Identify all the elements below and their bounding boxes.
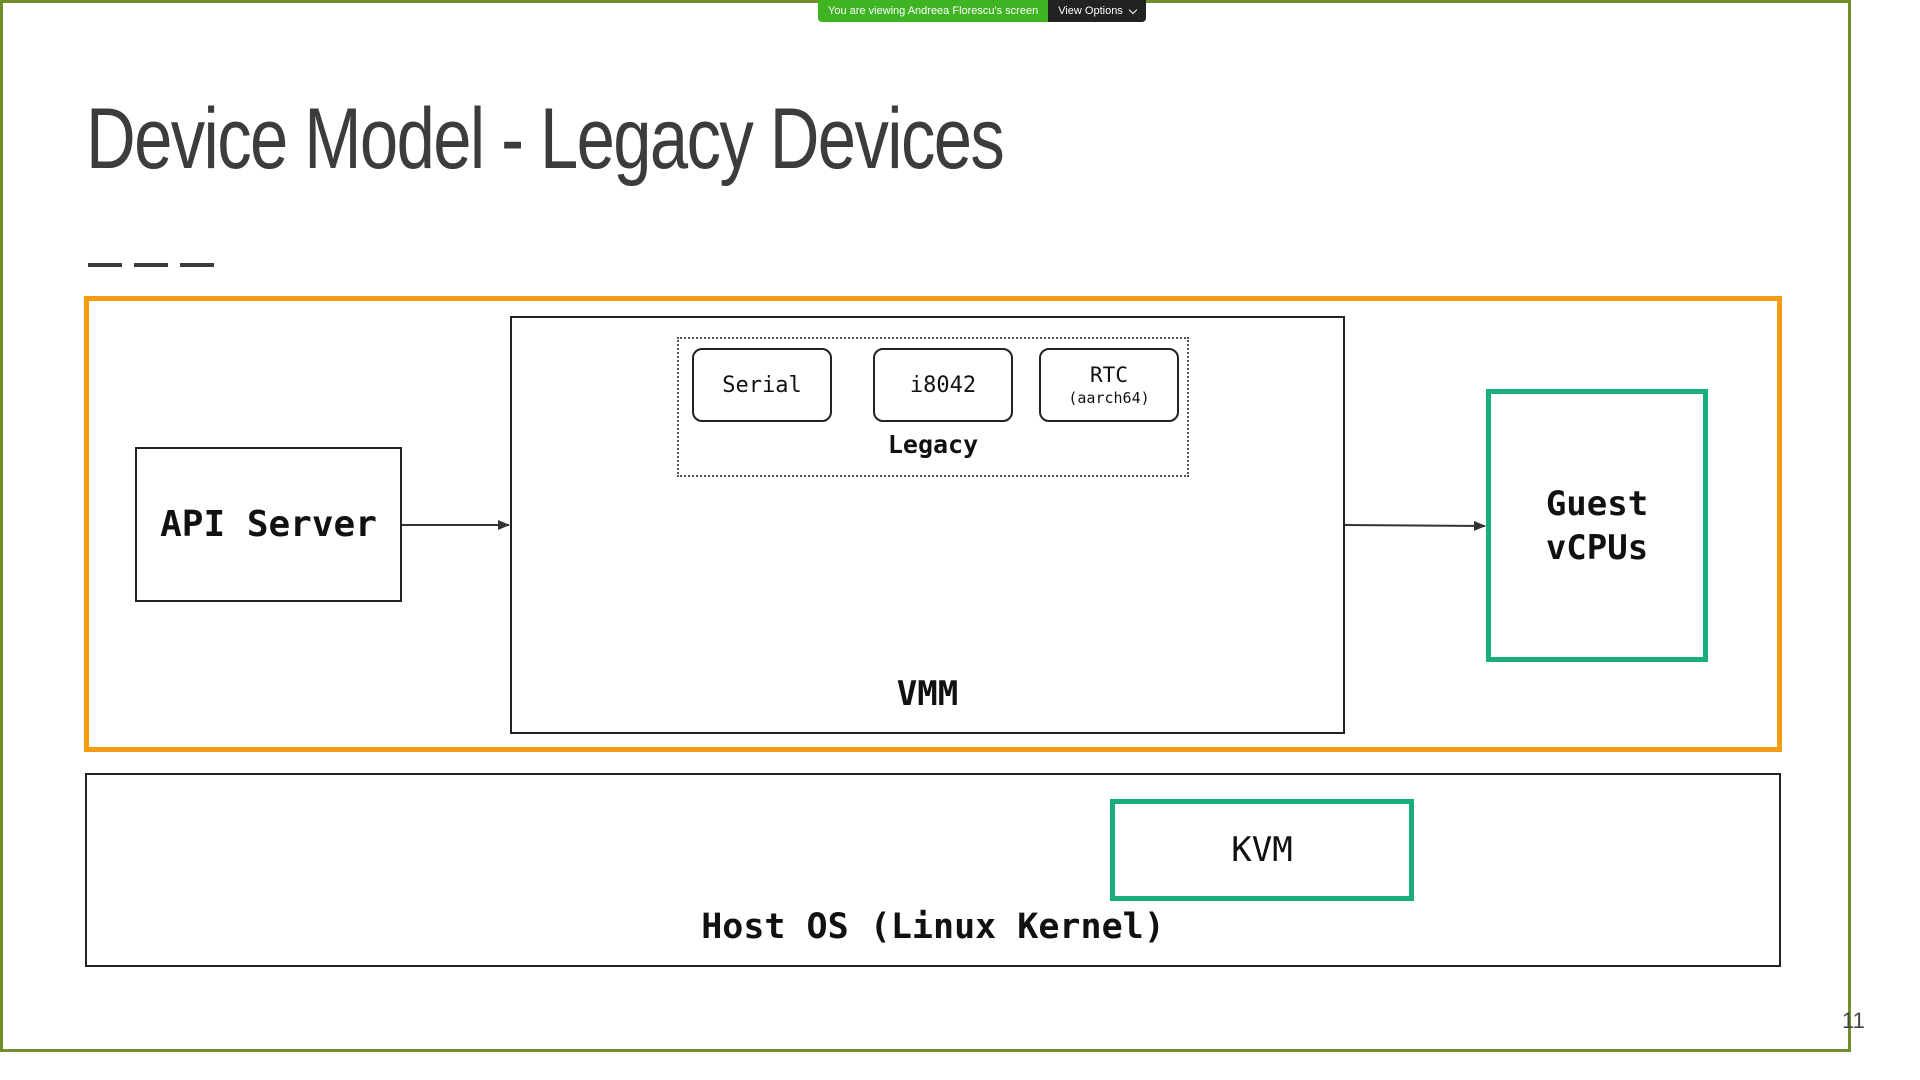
guest-vcpus-box: Guest vCPUs	[1486, 389, 1708, 662]
legacy-label: Legacy	[887, 430, 979, 459]
legacy-devices-group: Legacy	[677, 337, 1189, 477]
slide-title: Device Model - Legacy Devices	[86, 91, 1005, 187]
screen-share-banner: You are viewing Andreea Florescu's scree…	[818, 0, 1146, 22]
firecracker-process-box	[84, 296, 1782, 752]
host-os-box: Host OS (Linux Kernel)	[85, 773, 1781, 967]
kvm-label: KVM	[1231, 830, 1293, 870]
underline-dash	[134, 263, 168, 267]
chevron-down-icon	[1128, 5, 1138, 14]
slide-page-number: 11	[1842, 1008, 1865, 1033]
screen-share-message: You are viewing Andreea Florescu's scree…	[818, 0, 1049, 22]
api-server-box: API Server	[135, 447, 402, 602]
rtc-device-label: RTC	[1090, 363, 1128, 387]
serial-device-label: Serial	[722, 372, 802, 398]
guest-vcpus-label-line1: Guest	[1545, 483, 1649, 524]
guest-vcpus-label-line2: vCPUs	[1545, 527, 1649, 568]
title-underline	[88, 263, 214, 267]
serial-device-box: Serial	[692, 348, 832, 422]
host-os-label: Host OS (Linux Kernel)	[701, 907, 1165, 947]
underline-dash	[180, 263, 214, 267]
rtc-device-box: RTC (aarch64)	[1039, 348, 1179, 422]
api-server-label: API Server	[160, 504, 377, 545]
view-options-label: View Options	[1058, 5, 1123, 17]
kvm-box: KVM	[1110, 799, 1414, 901]
i8042-device-box: i8042	[873, 348, 1013, 422]
underline-dash	[88, 263, 122, 267]
view-options-button[interactable]: View Options	[1048, 0, 1146, 22]
vmm-label: VMM	[896, 674, 959, 714]
i8042-device-label: i8042	[909, 372, 977, 398]
rtc-device-arch: (aarch64)	[1068, 389, 1150, 407]
